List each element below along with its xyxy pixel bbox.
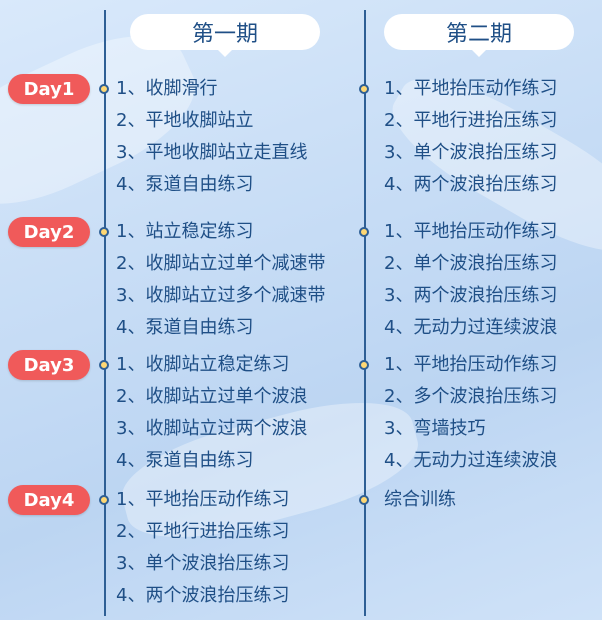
day4-badge: Day4 [8, 485, 90, 515]
day3-phase1-item: 4、泵道自由练习 [116, 450, 254, 471]
day2-phase2-item: 2、单个波浪抬压练习 [384, 253, 558, 274]
day1-badge: Day1 [8, 74, 90, 104]
day4-phase1-item: 3、单个波浪抬压练习 [116, 553, 290, 574]
day1-phase1-dot [99, 84, 109, 94]
day1-phase2-item: 3、单个波浪抬压练习 [384, 142, 558, 163]
day4-phase1-item: 2、平地行进抬压练习 [116, 521, 290, 542]
day1-phase2-item: 1、平地抬压动作练习 [384, 78, 558, 99]
day2-phase1-item: 3、收脚站立过多个减速带 [116, 285, 326, 306]
day1-phase2-dot [359, 84, 369, 94]
day3-phase2-item: 2、多个波浪抬压练习 [384, 386, 558, 407]
phase2-timeline [364, 10, 366, 616]
day1-phase2-item: 2、平地行进抬压练习 [384, 110, 558, 131]
phase1-timeline [104, 10, 106, 616]
day2-phase1-item: 2、收脚站立过单个减速带 [116, 253, 326, 274]
day3-phase1-item: 2、收脚站立过单个波浪 [116, 386, 308, 407]
phase1-header: 第一期 [130, 14, 320, 57]
day2-phase2-item: 3、两个波浪抬压练习 [384, 285, 558, 306]
day2-phase1-item: 1、站立稳定练习 [116, 221, 254, 242]
day1-phase1-item: 1、收脚滑行 [116, 78, 218, 99]
day3-phase2-item: 3、弯墙技巧 [384, 418, 486, 439]
day4-phase1-dot [99, 495, 109, 505]
day3-badge: Day3 [8, 350, 90, 380]
day3-phase1-item: 1、收脚站立稳定练习 [116, 354, 290, 375]
day4-phase2-dot [359, 495, 369, 505]
day2-phase1-dot [99, 227, 109, 237]
day3-phase2-item: 1、平地抬压动作练习 [384, 354, 558, 375]
day3-phase2-item: 4、无动力过连续波浪 [384, 450, 558, 471]
day3-phase1-dot [99, 360, 109, 370]
day2-badge: Day2 [8, 217, 90, 247]
day2-phase2-dot [359, 227, 369, 237]
day4-phase1-item: 1、平地抬压动作练习 [116, 489, 290, 510]
phase2-header: 第二期 [384, 14, 574, 57]
day2-phase2-item: 4、无动力过连续波浪 [384, 317, 558, 338]
day2-phase1-item: 4、泵道自由练习 [116, 317, 254, 338]
day3-phase1-item: 3、收脚站立过两个波浪 [116, 418, 308, 439]
day4-phase1-item: 4、两个波浪抬压练习 [116, 585, 290, 606]
day1-phase2-item: 4、两个波浪抬压练习 [384, 174, 558, 195]
day1-phase1-item: 2、平地收脚站立 [116, 110, 254, 131]
day1-phase1-item: 3、平地收脚站立走直线 [116, 142, 308, 163]
day1-phase1-item: 4、泵道自由练习 [116, 174, 254, 195]
day4-phase2-item: 综合训练 [384, 489, 456, 510]
day3-phase2-dot [359, 360, 369, 370]
day2-phase2-item: 1、平地抬压动作练习 [384, 221, 558, 242]
